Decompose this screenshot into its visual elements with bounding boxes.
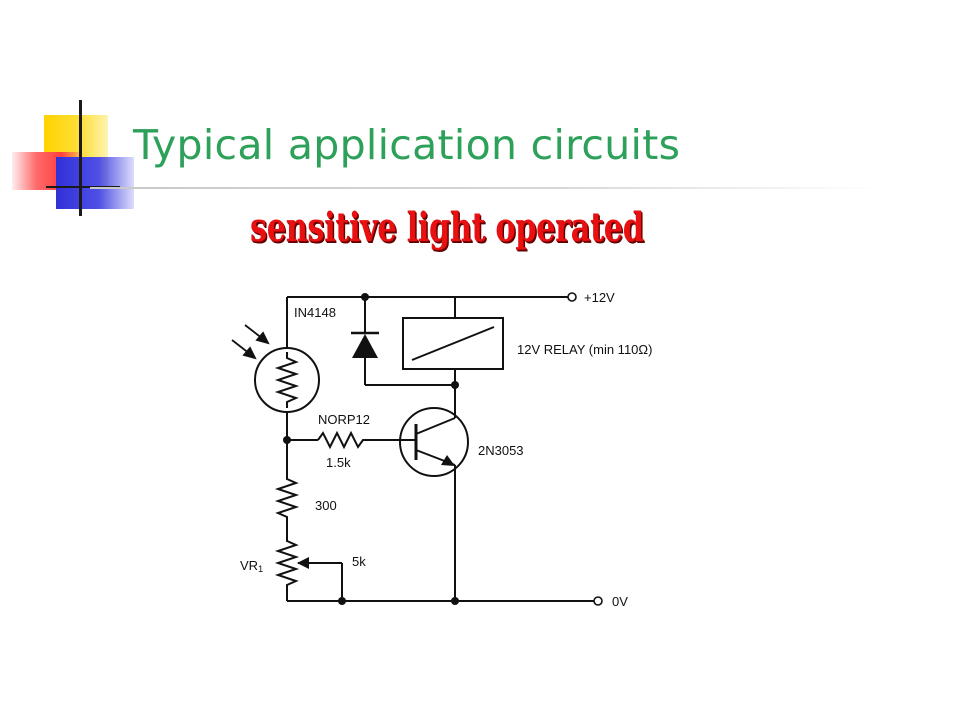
junction-dot [283, 436, 291, 444]
label-transistor: 2N3053 [478, 443, 524, 458]
label-supply-pos: +12V [584, 290, 615, 305]
junction-dot [451, 381, 459, 389]
title-underline [90, 187, 880, 189]
label-relay: 12V RELAY (min 110Ω) [517, 342, 652, 357]
relay-symbol [402, 317, 504, 370]
light-arrows-icon [231, 324, 270, 360]
terminal-12v [567, 292, 577, 302]
slide-title: Typical application circuits [133, 121, 681, 169]
decor-vertical-line [79, 100, 82, 216]
resistor-1-5k [317, 430, 368, 450]
decor-blue-square [56, 157, 134, 209]
label-base-resistor: 1.5k [326, 455, 351, 470]
label-resistor-300: 300 [315, 498, 337, 513]
wiper-arrow [297, 557, 309, 569]
junction-dot [338, 597, 346, 605]
label-ldr: NORP12 [318, 412, 370, 427]
junction-dot [451, 597, 459, 605]
terminal-0v [593, 596, 603, 606]
label-pot: VR1 [240, 558, 263, 574]
slide-subtitle: sensitive light operated [250, 204, 644, 251]
decor-horizontal-line [46, 186, 120, 188]
potentiometer-vr1 [274, 536, 300, 590]
label-pot-value: 5k [352, 554, 366, 569]
label-supply-gnd: 0V [612, 594, 628, 609]
resistor-300 [274, 474, 300, 522]
transistor-symbol [399, 407, 469, 477]
label-diode: IN4148 [294, 305, 336, 320]
diode-symbol [351, 331, 379, 358]
junction-dot [361, 293, 369, 301]
ldr-symbol [254, 347, 320, 413]
